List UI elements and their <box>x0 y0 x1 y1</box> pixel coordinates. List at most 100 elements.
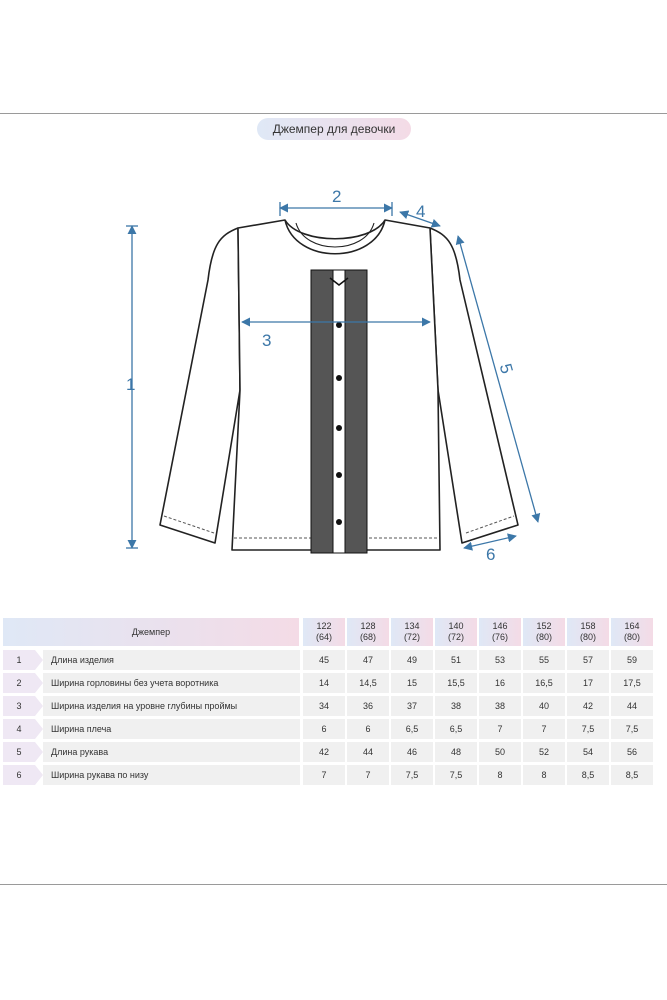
size-height: 152 <box>536 621 552 631</box>
row-label: Длина рукава <box>43 742 300 762</box>
size-height: 128 <box>360 621 376 631</box>
dim-label-2: 2 <box>332 187 341 206</box>
row-arrow-icon <box>35 719 43 739</box>
row-value: 6 <box>347 719 389 739</box>
row-value: 14,5 <box>347 673 389 693</box>
row-value: 42 <box>567 696 609 716</box>
row-value: 52 <box>523 742 565 762</box>
row-arrow-icon <box>35 673 43 693</box>
row-value: 38 <box>479 696 521 716</box>
row-value: 44 <box>347 742 389 762</box>
row-value: 53 <box>479 650 521 670</box>
row-label: Ширина плеча <box>43 719 300 739</box>
row-value: 16,5 <box>523 673 565 693</box>
row-label: Длина изделия <box>43 650 300 670</box>
size-height: 140 <box>448 621 464 631</box>
size-table: Джемпер 122(64)128(68)134(72)140(72)146(… <box>3 618 663 785</box>
row-value: 15,5 <box>435 673 477 693</box>
row-label: Ширина рукава по низу <box>43 765 300 785</box>
row-value: 16 <box>479 673 521 693</box>
row-value: 55 <box>523 650 565 670</box>
row-value: 45 <box>303 650 345 670</box>
size-chest: (72) <box>403 632 420 642</box>
row-number: 5 <box>3 742 35 762</box>
row-value: 7 <box>347 765 389 785</box>
row-value: 34 <box>303 696 345 716</box>
row-value: 37 <box>391 696 433 716</box>
lace-placket <box>310 269 368 554</box>
row-value: 47 <box>347 650 389 670</box>
dim-label-4: 4 <box>416 202 425 221</box>
row-label: Ширина изделия на уровне глубины проймы <box>43 696 300 716</box>
row-number: 6 <box>3 765 35 785</box>
dim-label-1: 1 <box>126 375 135 394</box>
row-label: Ширина горловины без учета воротника <box>43 673 300 693</box>
size-height: 122 <box>316 621 332 631</box>
row-value: 38 <box>435 696 477 716</box>
size-height: 146 <box>492 621 508 631</box>
row-value: 7 <box>479 719 521 739</box>
garment-drawing: 1 2 3 4 5 6 <box>126 187 541 564</box>
row-number: 1 <box>3 650 35 670</box>
dim-label-6: 6 <box>486 545 495 564</box>
row-value: 7,5 <box>435 765 477 785</box>
size-chest: (80) <box>535 632 552 642</box>
row-value: 8 <box>479 765 521 785</box>
size-header: 164(80) <box>611 618 653 646</box>
row-value: 54 <box>567 742 609 762</box>
dim-label-5: 5 <box>496 361 517 375</box>
size-chest: (80) <box>623 632 640 642</box>
row-value: 7 <box>523 719 565 739</box>
row-value: 8,5 <box>567 765 609 785</box>
table-header-label: Джемпер <box>3 618 299 646</box>
row-value: 17,5 <box>611 673 653 693</box>
content-frame <box>0 113 667 885</box>
row-value: 6 <box>303 719 345 739</box>
row-number: 3 <box>3 696 35 716</box>
row-value: 15 <box>391 673 433 693</box>
row-value: 8 <box>523 765 565 785</box>
row-value: 42 <box>303 742 345 762</box>
size-chest: (76) <box>491 632 508 642</box>
row-arrow-icon <box>35 765 43 785</box>
row-value: 48 <box>435 742 477 762</box>
size-height: 158 <box>580 621 596 631</box>
size-header: 134(72) <box>391 618 433 646</box>
row-value: 14 <box>303 673 345 693</box>
row-number: 4 <box>3 719 35 739</box>
page-title: Джемпер для девочки <box>257 118 411 140</box>
row-arrow-icon <box>35 696 43 716</box>
size-header: 152(80) <box>523 618 565 646</box>
row-value: 7 <box>303 765 345 785</box>
size-header: 140(72) <box>435 618 477 646</box>
row-value: 51 <box>435 650 477 670</box>
row-value: 6,5 <box>435 719 477 739</box>
row-value: 50 <box>479 742 521 762</box>
row-value: 7,5 <box>391 765 433 785</box>
size-chest: (64) <box>315 632 332 642</box>
size-chest: (80) <box>579 632 596 642</box>
size-chest: (72) <box>447 632 464 642</box>
table-header: Джемпер 122(64)128(68)134(72)140(72)146(… <box>3 618 663 648</box>
row-value: 8,5 <box>611 765 653 785</box>
dim-label-3: 3 <box>262 331 271 350</box>
row-value: 59 <box>611 650 653 670</box>
size-height: 164 <box>624 621 640 631</box>
row-number: 2 <box>3 673 35 693</box>
size-header: 158(80) <box>567 618 609 646</box>
size-header: 128(68) <box>347 618 389 646</box>
row-value: 56 <box>611 742 653 762</box>
row-value: 57 <box>567 650 609 670</box>
row-value: 46 <box>391 742 433 762</box>
row-value: 17 <box>567 673 609 693</box>
row-value: 36 <box>347 696 389 716</box>
row-value: 44 <box>611 696 653 716</box>
row-value: 6,5 <box>391 719 433 739</box>
row-arrow-icon <box>35 742 43 762</box>
size-header: 122(64) <box>303 618 345 646</box>
